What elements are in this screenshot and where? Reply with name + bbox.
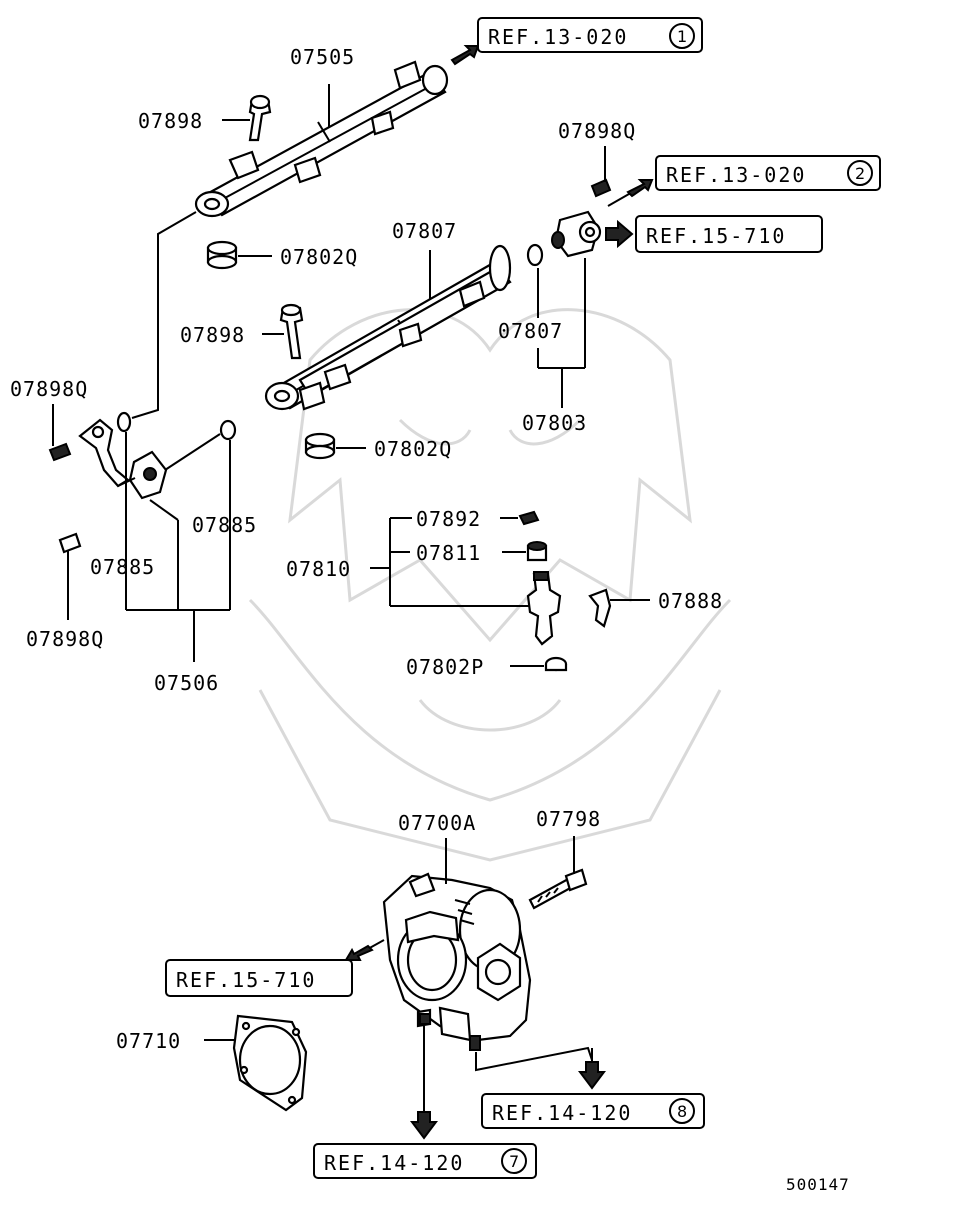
label-07898Q-right: 07898Q xyxy=(558,119,636,143)
label-07811: 07811 xyxy=(416,541,481,565)
samurai-mask-watermark xyxy=(248,308,732,862)
ref-box-13-020-1[interactable]: REF.13-020 1 xyxy=(477,17,703,53)
label-07807-oring: 07807 xyxy=(498,319,563,343)
arrow-icon xyxy=(626,179,654,198)
screw-icon xyxy=(590,178,612,198)
arrow-icon xyxy=(344,944,374,961)
bolt-icon xyxy=(528,868,588,910)
ref-box-15-710-top[interactable]: REF.15-710 xyxy=(635,215,823,253)
label-07885-left: 07885 xyxy=(90,555,155,579)
bolt-icon xyxy=(248,94,272,142)
label-07506: 07506 xyxy=(154,671,219,695)
label-07888: 07888 xyxy=(658,589,723,613)
label-07710: 07710 xyxy=(116,1029,181,1053)
injector-icon xyxy=(518,510,562,646)
insulator-icon xyxy=(206,240,238,270)
gasket-icon xyxy=(232,1014,308,1112)
return-pipe xyxy=(78,418,168,500)
label-07798: 07798 xyxy=(536,807,601,831)
arrow-icon xyxy=(578,1061,606,1090)
arrow-icon xyxy=(605,219,634,249)
screw-icon xyxy=(58,532,82,554)
ref-box-14-120-8[interactable]: REF.14-120 8 xyxy=(481,1093,705,1129)
label-07898Q-bottom: 07898Q xyxy=(26,627,104,651)
svg-text:1: 1 xyxy=(677,27,687,46)
svg-text:REF.15-710: REF.15-710 xyxy=(646,224,786,248)
label-07700A: 07700A xyxy=(398,811,476,835)
label-07892: 07892 xyxy=(416,507,481,531)
label-07802Q-top: 07802Q xyxy=(280,245,358,269)
svg-text:2: 2 xyxy=(855,164,865,183)
o-ring-icon xyxy=(116,411,132,433)
insulator-icon xyxy=(304,432,336,460)
label-07803: 07803 xyxy=(522,411,587,435)
ref-box-15-710-bottom[interactable]: REF.15-710 xyxy=(165,959,353,997)
label-07505: 07505 xyxy=(290,45,355,69)
svg-text:7: 7 xyxy=(509,1152,519,1171)
o-ring-icon xyxy=(219,419,237,441)
label-07802Q-mid: 07802Q xyxy=(374,437,452,461)
label-07885-right: 07885 xyxy=(192,513,257,537)
label-07802P: 07802P xyxy=(406,655,484,679)
label-07810: 07810 xyxy=(286,557,351,581)
label-07898-top: 07898 xyxy=(138,109,203,133)
label-07898-mid: 07898 xyxy=(180,323,245,347)
svg-text:8: 8 xyxy=(677,1102,687,1121)
svg-text:REF.15-710: REF.15-710 xyxy=(176,968,316,992)
bolt-icon xyxy=(279,303,304,360)
svg-text:REF.13-020: REF.13-020 xyxy=(666,163,806,187)
arrow-icon xyxy=(450,45,480,66)
pressure-regulator xyxy=(551,210,602,258)
ref-box-14-120-7[interactable]: REF.14-120 7 xyxy=(313,1143,537,1179)
fuel-rail-upper xyxy=(194,60,449,218)
arrow-icon xyxy=(410,1111,438,1140)
screw-icon xyxy=(48,442,72,462)
svg-text:REF.13-020: REF.13-020 xyxy=(488,25,628,49)
seal-icon xyxy=(544,656,568,672)
diagram-number: 500147 xyxy=(786,1175,850,1194)
throttle-body xyxy=(382,872,532,1051)
clip-icon xyxy=(588,588,612,628)
ref-box-13-020-2[interactable]: REF.13-020 2 xyxy=(655,155,881,191)
label-07807-rail: 07807 xyxy=(392,219,457,243)
o-ring-icon xyxy=(526,243,544,267)
svg-text:REF.14-120: REF.14-120 xyxy=(324,1151,464,1175)
fuel-rail-lower xyxy=(264,244,512,411)
label-07898Q-left: 07898Q xyxy=(10,377,88,401)
svg-text:REF.14-120: REF.14-120 xyxy=(492,1101,632,1125)
